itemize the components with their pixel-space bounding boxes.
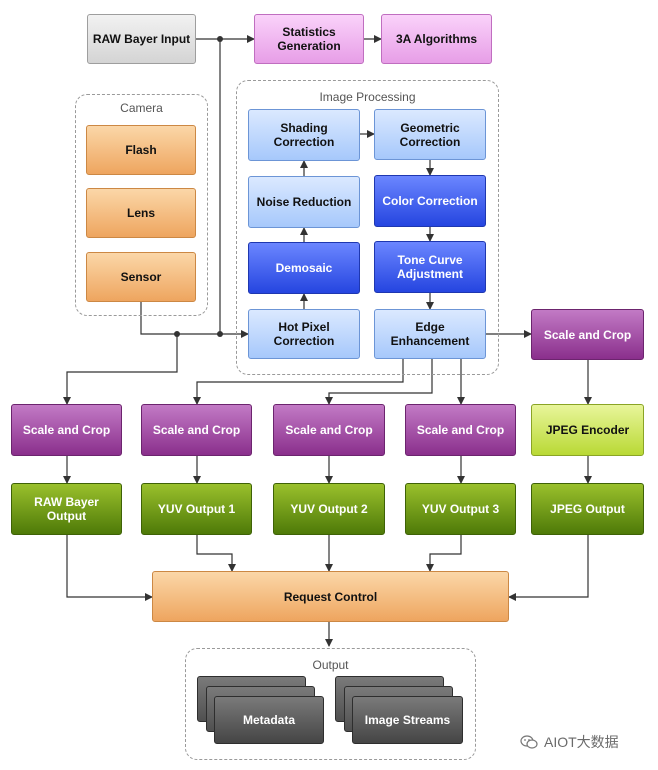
3a-algorithms-node: 3A Algorithms [381, 14, 492, 64]
yuv-output-3-node: YUV Output 3 [405, 483, 516, 535]
edge-sensor-to-hotpixel [140, 302, 220, 335]
tone-curve-adjustment-node: Tone Curve Adjustment [374, 241, 486, 293]
wechat-icon [520, 735, 538, 749]
scale-crop-raw-node: Scale and Crop [11, 404, 122, 456]
edge-edge-to-scale-yuv1 [193, 359, 404, 405]
output-group: Output [185, 648, 476, 760]
color-correction-node: Color Correction [374, 175, 486, 227]
edge-enhancement-node: Edge Enhancement [374, 309, 486, 359]
edge-yuvoutput3-to-request [426, 535, 462, 572]
flash-node: Flash [86, 125, 196, 175]
edge-yuvoutput1-to-request [196, 535, 236, 572]
statistics-generation-node: Statistics Generation [254, 14, 364, 64]
junction-dot-raw-split [217, 36, 223, 42]
camera-group-label: Camera [120, 101, 163, 115]
yuv-output-2-node: YUV Output 2 [273, 483, 385, 535]
yuv-output-1-node: YUV Output 1 [141, 483, 252, 535]
metadata-node: Metadata [214, 696, 324, 744]
edge-edge-to-scale-yuv2 [325, 359, 433, 405]
scale-crop-yuv2-node: Scale and Crop [273, 404, 385, 456]
junction-dot-hotpixel-merge [217, 331, 223, 337]
hot-pixel-correction-node: Hot Pixel Correction [248, 309, 360, 359]
edge-sensor-to-scale-raw [63, 334, 178, 405]
request-control-node: Request Control [152, 571, 509, 622]
edge-jpegoutput-to-request [508, 535, 589, 601]
geometric-correction-node: Geometric Correction [374, 109, 486, 160]
scale-crop-yuv1-node: Scale and Crop [141, 404, 252, 456]
watermark: AIOT大数据 [520, 731, 658, 753]
sensor-node: Sensor [86, 252, 196, 302]
image-processing-group-label: Image Processing [319, 90, 416, 104]
output-group-label: Output [312, 658, 349, 672]
edge-rawoutput-to-request [66, 535, 153, 601]
noise-reduction-node: Noise Reduction [248, 176, 360, 228]
jpeg-encoder-node: JPEG Encoder [531, 404, 644, 456]
junction-dot-sensor-split [174, 331, 180, 337]
lens-node: Lens [86, 188, 196, 238]
camera-group: Camera [75, 94, 208, 316]
watermark-text: AIOT大数据 [544, 734, 619, 750]
image-processing-group: Image Processing [236, 80, 499, 375]
jpeg-output-node: JPEG Output [531, 483, 644, 535]
demosaic-node: Demosaic [248, 242, 360, 294]
raw-bayer-output-node: RAW Bayer Output [11, 483, 122, 535]
shading-correction-node: Shading Correction [248, 109, 360, 161]
raw-bayer-input-node: RAW Bayer Input [87, 14, 196, 64]
image-streams-node: Image Streams [352, 696, 463, 744]
scale-crop-yuv3-node: Scale and Crop [405, 404, 516, 456]
scale-crop-jpeg-node: Scale and Crop [531, 309, 644, 360]
